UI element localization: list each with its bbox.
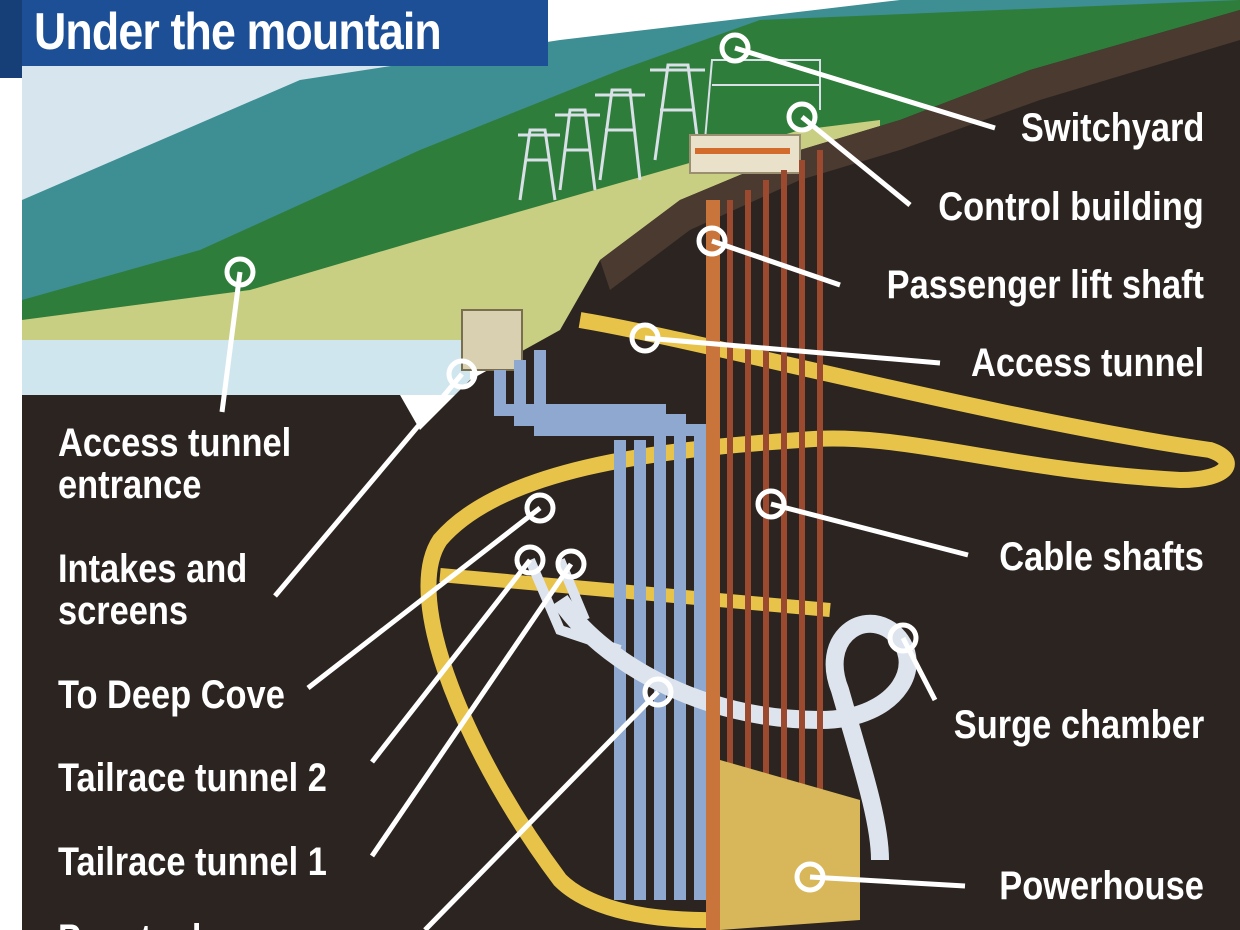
rock-mass <box>22 10 1240 930</box>
passenger-lift-shaft <box>706 200 720 930</box>
tailrace2-marker <box>514 544 546 576</box>
label-access-tunnel-entrance-line2: entrance <box>58 463 202 507</box>
label-surge-chamber: Surge chamber <box>953 703 1204 747</box>
label-penstocks-cutoff: Penstocks <box>58 918 230 930</box>
access-entrance-marker <box>224 256 256 288</box>
penstock-marker <box>642 676 674 708</box>
label-tailrace-tunnel-1: Tailrace tunnel 1 <box>58 840 327 884</box>
deep-cove-marker <box>524 492 556 524</box>
intakes-marker <box>446 358 478 390</box>
tailrace1-marker <box>555 548 587 580</box>
label-to-deep-cove: To Deep Cove <box>58 673 285 717</box>
lift-shaft-marker <box>696 225 728 257</box>
title-shadow <box>0 0 22 78</box>
label-intakes-line2: screens <box>58 589 189 633</box>
label-powerhouse: Powerhouse <box>999 864 1204 908</box>
label-access-tunnel: Access tunnel <box>970 341 1204 385</box>
label-access-tunnel-entrance: Access tunnel entrance <box>58 422 291 506</box>
access-tunnel-marker <box>629 322 661 354</box>
diagram-title: Under the mountain <box>34 3 442 61</box>
powerhouse <box>720 760 860 930</box>
label-passenger-lift-shaft: Passenger lift shaft <box>886 263 1204 307</box>
surge-chamber <box>552 594 917 861</box>
lake <box>22 340 470 395</box>
cable-shafts <box>727 150 823 880</box>
control-building-marker <box>786 101 818 133</box>
cable-shafts-marker <box>755 488 787 520</box>
leader-lines <box>219 45 996 930</box>
label-tailrace-tunnel-2: Tailrace tunnel 2 <box>58 756 327 800</box>
label-intakes-line1: Intakes and <box>58 547 248 591</box>
surge-chamber-marker <box>887 622 919 654</box>
label-cable-shafts: Cable shafts <box>999 535 1204 579</box>
title-bar <box>22 0 548 66</box>
label-control-building: Control building <box>938 185 1204 229</box>
label-switchyard: Switchyard <box>1020 106 1204 150</box>
label-intakes-and-screens: Intakes and screens <box>58 548 247 632</box>
label-access-tunnel-entrance-line1: Access tunnel <box>58 421 292 465</box>
intakes-structure <box>461 309 523 371</box>
switchyard-pylons <box>518 59 821 201</box>
switchyard-marker <box>719 32 751 64</box>
powerhouse-marker <box>794 861 826 893</box>
callout-circles <box>224 32 919 893</box>
